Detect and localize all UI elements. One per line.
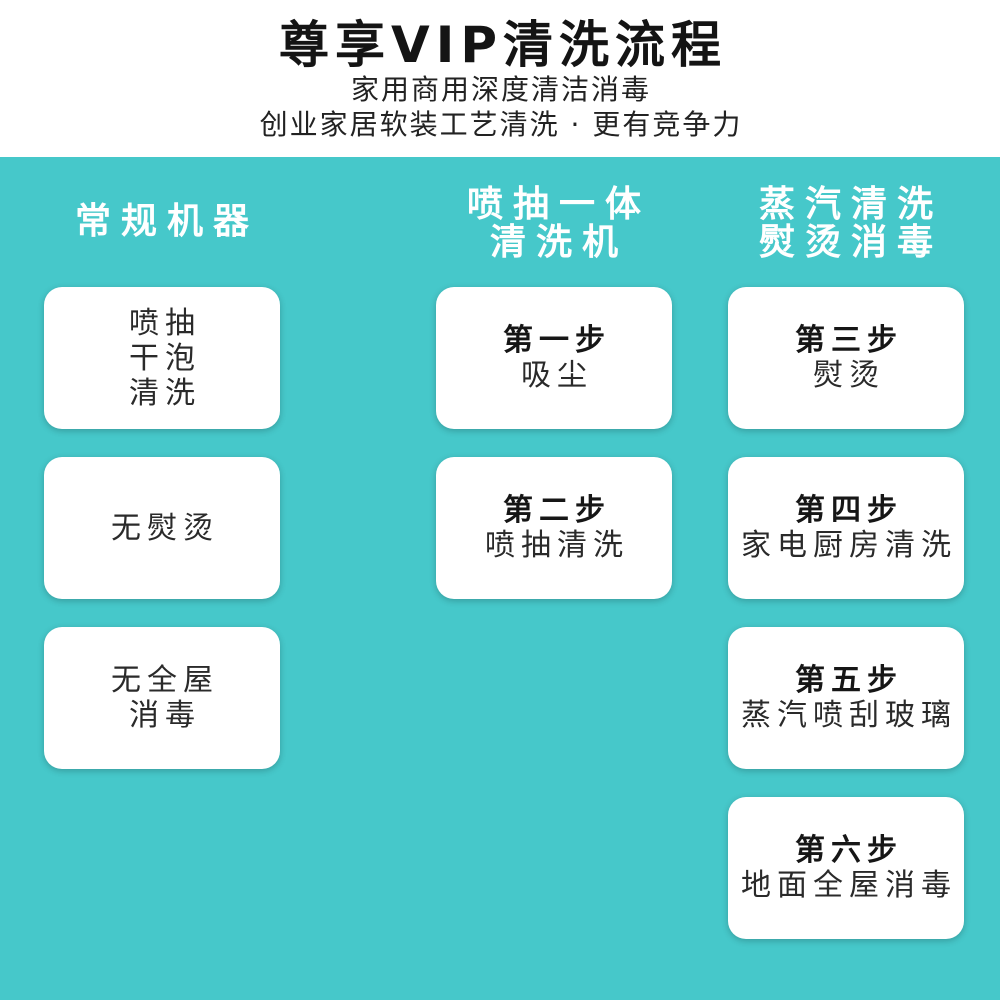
- step-text: 吸尘: [521, 358, 593, 393]
- step-label: 第五步: [795, 663, 903, 698]
- card-line: 消毒: [129, 698, 201, 733]
- step-text: 地面全屋消毒: [741, 868, 957, 903]
- header: 尊享VIP清洗流程 家用商用深度清洁消毒 创业家居软装工艺清洗 · 更有竞争力: [0, 0, 1000, 157]
- step-label: 第三步: [795, 323, 903, 358]
- step-text: 蒸汽喷刮玻璃: [741, 698, 957, 733]
- column-heading-regular-machine: 常规机器: [12, 203, 312, 241]
- step-card: 第四步 家电厨房清洗: [728, 457, 964, 599]
- subtitle-line-1: 家用商用深度清洁消毒: [350, 73, 651, 106]
- heading-line: 喷抽一体: [466, 184, 651, 225]
- card-line: 无熨烫: [111, 510, 219, 546]
- feature-card: 无熨烫: [44, 457, 280, 599]
- heading-line: 蒸汽清洗: [758, 184, 943, 225]
- step-card: 第一步 吸尘: [436, 287, 672, 429]
- card-line: 无全屋: [111, 663, 219, 698]
- column-heading-extraction-machine: 喷抽一体 清洗机: [404, 186, 704, 262]
- step-label: 第二步: [503, 493, 611, 528]
- step-card: 第二步 喷抽清洗: [436, 457, 672, 599]
- heading-line: 常规机器: [74, 201, 259, 242]
- step-card: 第五步 蒸汽喷刮玻璃: [728, 627, 964, 769]
- feature-card: 无全屋 消毒: [44, 627, 280, 769]
- step-text: 喷抽清洗: [485, 528, 629, 563]
- subtitle-line-2: 创业家居软装工艺清洗 · 更有竞争力: [259, 108, 743, 141]
- step-label: 第一步: [503, 323, 611, 358]
- card-line: 干泡: [129, 340, 201, 376]
- heading-line: 熨烫消毒: [758, 222, 943, 263]
- heading-line: 清洗机: [489, 222, 628, 263]
- step-text: 家电厨房清洗: [741, 528, 957, 563]
- step-card: 第三步 熨烫: [728, 287, 964, 429]
- step-card: 第六步 地面全屋消毒: [728, 797, 964, 939]
- card-line: 喷抽: [129, 305, 201, 341]
- feature-card: 喷抽 干泡 清洗: [44, 287, 280, 429]
- page-title: 尊享VIP清洗流程: [279, 16, 727, 74]
- step-label: 第四步: [795, 493, 903, 528]
- column-heading-steam-cleaning: 蒸汽清洗 熨烫消毒: [696, 186, 996, 262]
- step-label: 第六步: [795, 833, 903, 868]
- card-line: 清洗: [129, 375, 201, 411]
- step-text: 熨烫: [813, 358, 885, 393]
